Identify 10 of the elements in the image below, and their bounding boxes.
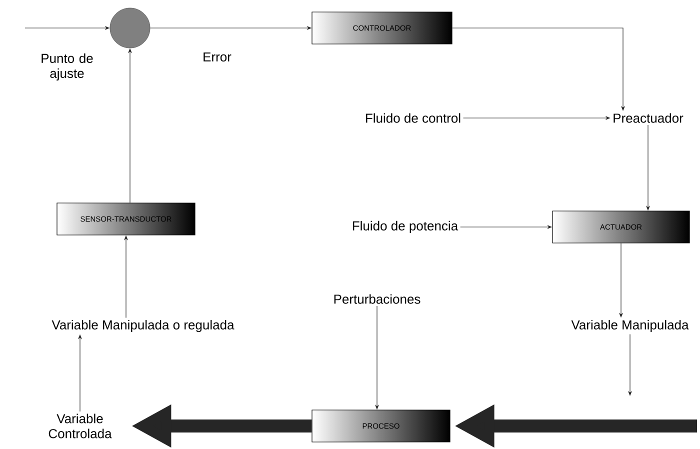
node-text: Variable Manipulada bbox=[571, 320, 689, 332]
node-text: Variable Manipulada o regulada bbox=[52, 320, 234, 332]
node-text: Fluido de control bbox=[366, 113, 460, 123]
node-text: Perturbaciones bbox=[334, 294, 420, 304]
edge-label: Punto de ajuste bbox=[42, 53, 93, 81]
node-text: Preactuador bbox=[614, 113, 684, 123]
node-text: Variable Controlada bbox=[48, 414, 112, 438]
edge-label: Error bbox=[204, 52, 232, 62]
comparator-circle bbox=[110, 8, 150, 48]
node-text: Fluido de potencia bbox=[352, 220, 458, 234]
